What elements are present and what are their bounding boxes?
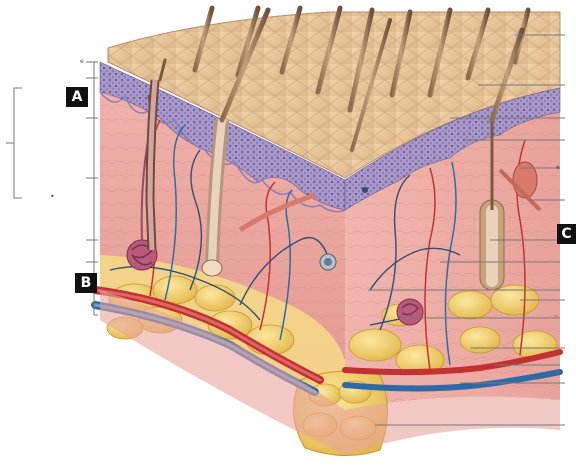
nerve-ending-dot bbox=[362, 187, 368, 193]
sweat-gland-right bbox=[397, 299, 423, 325]
label-c-badge: C bbox=[557, 224, 576, 244]
left-dot-mark: • bbox=[50, 192, 55, 201]
right-small-mark-2: ᵣᵤ bbox=[554, 312, 558, 319]
left-top-mark: e bbox=[80, 58, 84, 65]
sensory-corpuscle bbox=[320, 254, 336, 270]
hair-follicle-left bbox=[150, 80, 155, 250]
right-small-mark-1: e bbox=[556, 164, 560, 171]
label-b-badge: B bbox=[75, 273, 97, 293]
label-a-badge: A bbox=[66, 87, 88, 107]
